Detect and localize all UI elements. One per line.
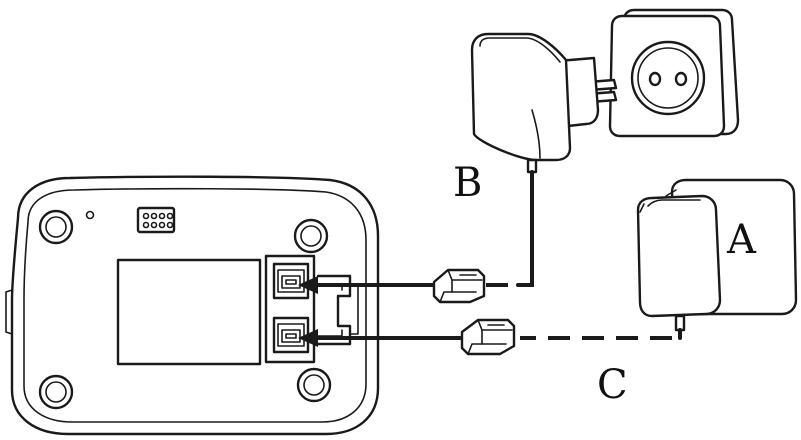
label-a: A	[726, 217, 757, 263]
power-socket	[272, 262, 310, 300]
contact-grid-icon	[136, 206, 176, 234]
power-plug-connector	[432, 268, 486, 304]
foot-top-left	[38, 209, 74, 245]
foot-bottom-right	[296, 367, 332, 403]
foot-top-right	[293, 218, 329, 254]
arrow-power	[298, 276, 434, 294]
hole-icon	[85, 210, 95, 220]
label-b: B	[453, 160, 482, 206]
outlet-hole-left	[648, 71, 662, 87]
socket-panel	[264, 254, 316, 364]
wall-outlet	[608, 8, 740, 138]
label-recess	[116, 258, 262, 366]
arrow-phone-line	[298, 329, 462, 347]
label-c: C	[597, 362, 628, 408]
outlet-hole-right	[674, 71, 688, 87]
power-adapter	[470, 32, 618, 174]
line-filter	[636, 178, 798, 332]
phone-plug-connector	[460, 318, 516, 356]
base-station	[5, 175, 380, 436]
power-cable	[516, 170, 534, 287]
phone-line-socket	[272, 316, 310, 354]
foot-bottom-left	[38, 374, 74, 410]
